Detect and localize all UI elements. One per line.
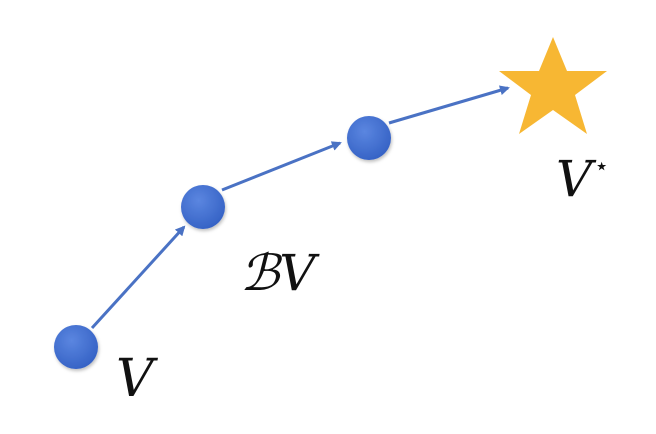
node-bellman-squared-v xyxy=(347,116,391,160)
node-v xyxy=(54,325,98,369)
label-v-star: V⋆ xyxy=(556,150,609,208)
arrow-bv-to-b2v xyxy=(221,141,342,192)
arrow-b2v-to-vstar xyxy=(388,85,510,125)
arrow-v-to-bv xyxy=(90,225,186,330)
label-v-star-superscript: ⋆ xyxy=(594,152,609,180)
star-icon xyxy=(499,37,607,134)
label-v: V xyxy=(116,349,158,409)
label-bellman-v: ℬV xyxy=(240,244,320,302)
node-bellman-v xyxy=(181,185,225,229)
label-v-star-base: V xyxy=(556,150,597,208)
